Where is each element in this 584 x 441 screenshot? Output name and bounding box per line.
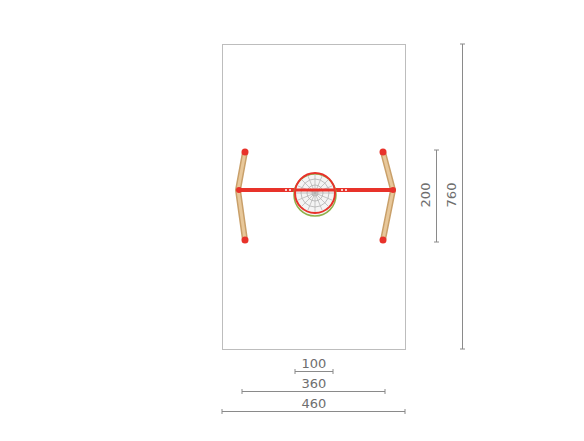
dimension-lines bbox=[222, 44, 465, 414]
web-strand bbox=[315, 193, 316, 212]
dimension-label: 760 bbox=[445, 183, 459, 208]
web-strand bbox=[296, 193, 315, 194]
dimension-label: 100 bbox=[302, 357, 327, 371]
dimension-label: 200 bbox=[419, 183, 433, 208]
nest-seat bbox=[294, 173, 336, 216]
dimension-label: 460 bbox=[302, 397, 327, 411]
web-strand bbox=[302, 193, 315, 206]
web-strand bbox=[315, 193, 334, 194]
web-strand bbox=[315, 193, 322, 211]
web-strand bbox=[297, 193, 315, 200]
dimension-label: 360 bbox=[302, 377, 327, 391]
wooden-legs bbox=[238, 152, 393, 240]
web-strand bbox=[315, 193, 328, 206]
top-beam bbox=[239, 188, 393, 192]
safety-area bbox=[223, 45, 406, 350]
top-beam-over-nest bbox=[295, 189, 335, 192]
leg-caps bbox=[242, 149, 387, 244]
